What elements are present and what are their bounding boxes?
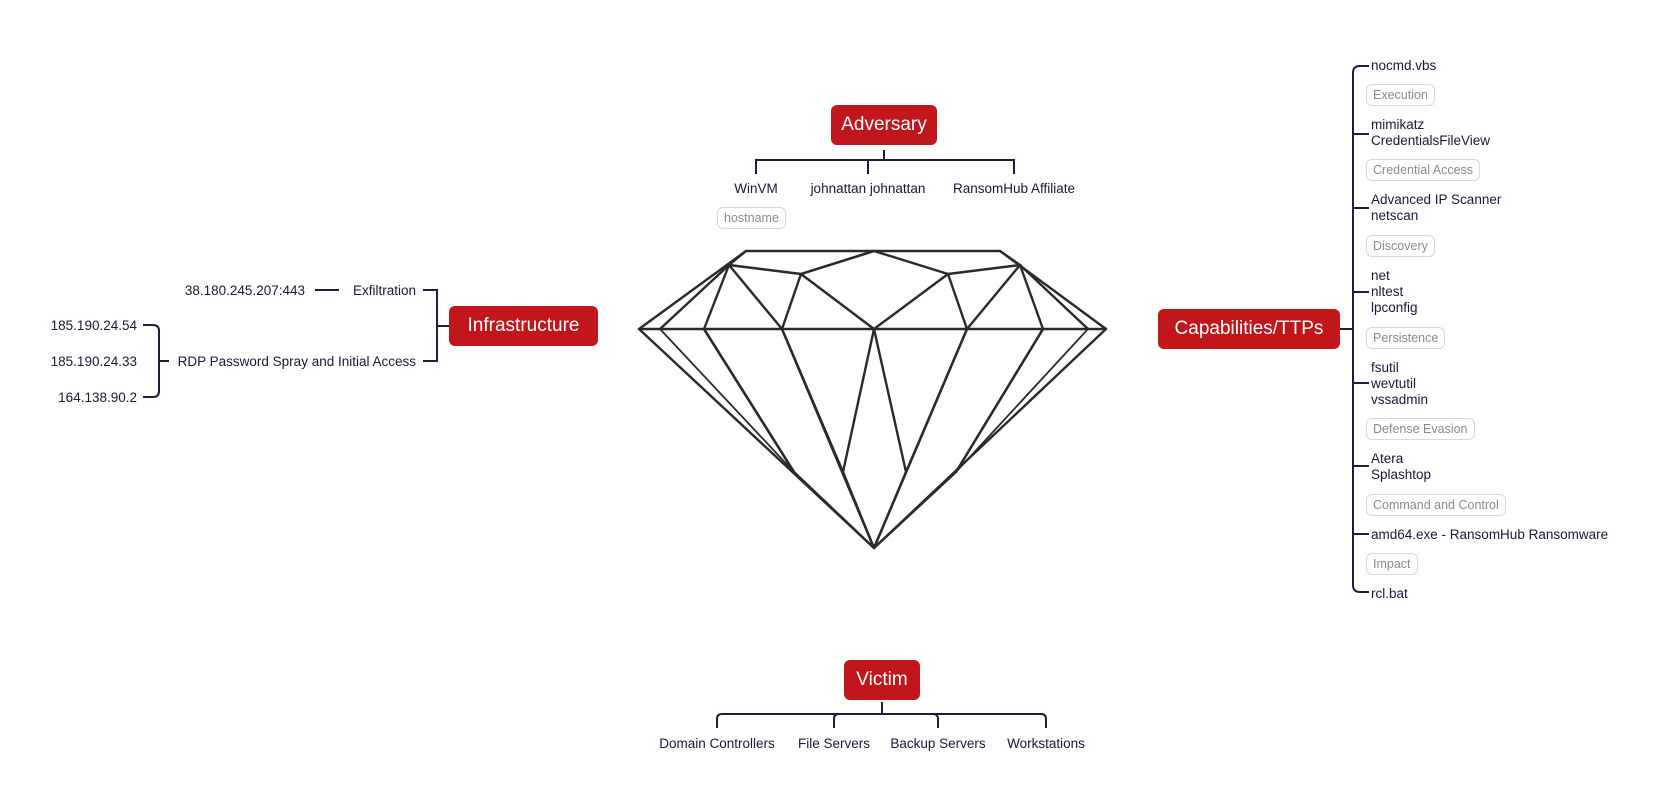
victim-item-domain-controllers: Domain Controllers [659,736,775,751]
tactic-defense-evasion: Defense Evasion [1366,418,1475,440]
cap-tool-wevtutil: wevtutil [1371,376,1417,391]
tactic-persistence: Persistence [1366,327,1446,349]
cap-tool-vssadmin: vssadmin [1371,392,1429,407]
adversary-connectors [755,150,1015,174]
cap-tool-amd64: amd64.exe - RansomHub Ransomware [1371,527,1609,542]
infrastructure-node[interactable]: Infrastructure [449,306,598,346]
cap-tool-ipscanner: Advanced IP Scanner [1371,192,1502,207]
victim-item-workstations: Workstations [1007,736,1085,751]
cap-tool-nltest: nltest [1371,284,1404,299]
victim-item-file-servers: File Servers [797,736,870,751]
hostname-tag: hostname [717,207,786,229]
adversary-item-winvm: WinVM [734,181,778,196]
cap-tool-credentialsfileview: CredentialsFileView [1371,133,1491,148]
tactic-discovery: Discovery [1366,235,1435,257]
diamond-illustration [637,249,1108,550]
rdp-ip-2: 185.190.24.33 [50,354,137,369]
adversary-item-affiliate: RansomHub Affiliate [952,181,1076,196]
capabilities-node[interactable]: Capabilities/TTPs [1158,309,1340,349]
adversary-item-name: johnattan johnattan [810,181,926,196]
cap-tool-fsutil: fsutil [1371,360,1399,375]
cap-tool-rcl: rcl.bat [1371,586,1408,601]
tactic-impact: Impact [1366,553,1418,575]
exfil-ip: 38.180.245.207:443 [184,283,305,298]
victim-connectors [716,702,1047,728]
cap-tool-lpconfig: lpconfig [1371,300,1418,315]
victim-node[interactable]: Victim [844,660,920,700]
rdp-ip-3: 164.138.90.2 [58,390,137,405]
infrastructure-connectors [143,289,449,398]
rdp-ip-1: 185.190.24.54 [50,318,137,333]
cap-tool-netscan: netscan [1371,208,1419,223]
tactic-command-and-control: Command and Control [1366,494,1506,516]
cap-tool-atera: Atera [1371,451,1404,466]
exfil-label: Exfiltration [352,283,416,298]
cap-tool-net: net [1371,268,1390,283]
cap-tool-nocmd: nocmd.vbs [1371,58,1437,73]
victim-item-backup-servers: Backup Servers [890,736,986,751]
cap-tool-splashtop: Splashtop [1371,467,1432,482]
capabilities-connectors [1340,65,1369,593]
tactic-credential-access: Credential Access [1366,159,1481,181]
cap-tool-mimikatz: mimikatz [1371,117,1425,132]
adversary-node[interactable]: Adversary [831,105,937,145]
rdp-label: RDP Password Spray and Initial Access [177,354,416,369]
tactic-execution: Execution [1366,84,1435,106]
